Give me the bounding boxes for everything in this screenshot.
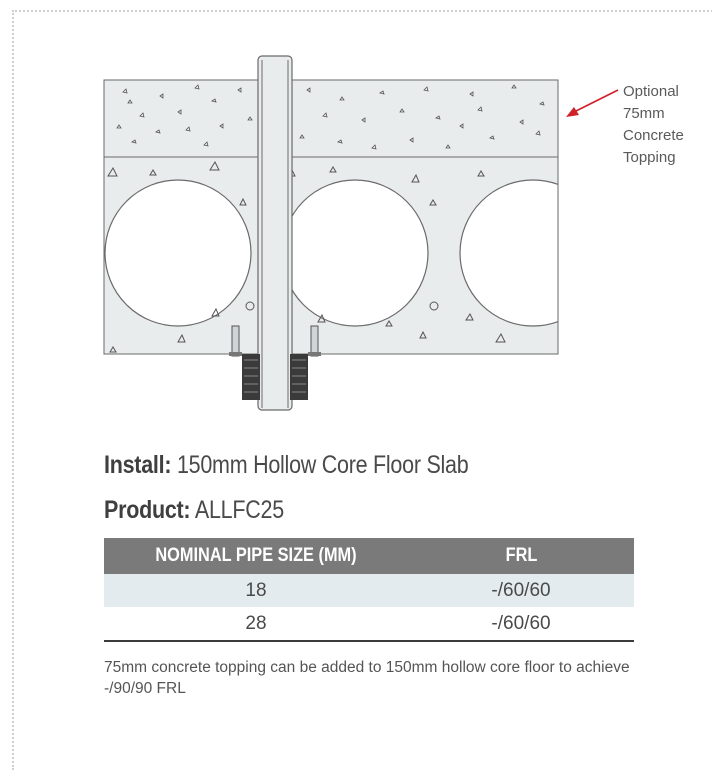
install-heading: Install: 150mm Hollow Core Floor Slab <box>104 451 469 479</box>
pipe <box>257 55 293 411</box>
callout-arrow <box>566 107 579 117</box>
slab-specks <box>245 301 439 311</box>
table-header-row: NOMINAL PIPE SIZE (MM) FRL <box>104 538 634 574</box>
table-row: 28 -/60/60 <box>104 607 634 642</box>
header-frl: FRL <box>408 538 634 574</box>
fire-collar <box>229 325 321 400</box>
pipe-size-cell: 28 <box>104 607 408 642</box>
frl-cell: -/60/60 <box>408 607 634 642</box>
aggregate-specks <box>116 84 545 150</box>
spec-table: NOMINAL PIPE SIZE (MM) FRL 18 -/60/60 28… <box>104 538 634 642</box>
topping-note: 75mm concrete topping can be added to 15… <box>104 659 630 697</box>
table-row: 18 -/60/60 <box>104 574 634 607</box>
pipe-size-cell: 18 <box>104 574 408 607</box>
header-pipe-size: NOMINAL PIPE SIZE (MM) <box>104 538 408 574</box>
hollow-core-slab-diagram <box>103 55 619 411</box>
topping-callout: Optional 75mm Concrete Topping <box>623 83 684 166</box>
product-heading: Product: ALLFC25 <box>104 496 284 524</box>
frl-cell: -/60/60 <box>408 574 634 607</box>
page-frame <box>12 10 712 770</box>
concrete-slab <box>104 80 558 354</box>
